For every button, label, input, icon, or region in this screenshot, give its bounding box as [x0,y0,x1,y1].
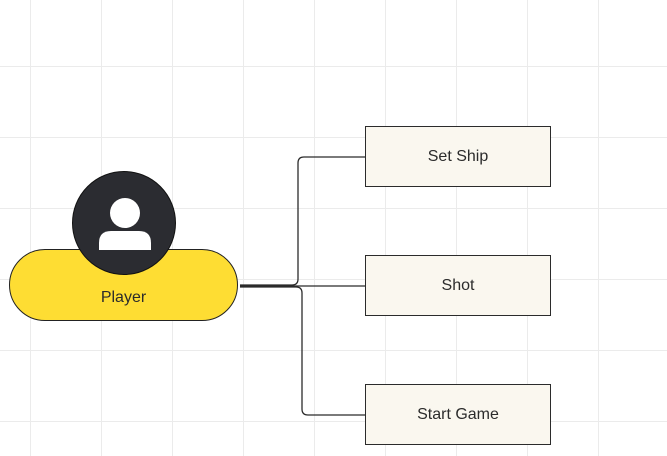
start-game-label: Start Game [417,405,499,423]
player-avatar[interactable] [72,171,176,275]
shot-node[interactable]: Shot [365,255,551,316]
player-label: Player [100,289,147,306]
user-icon [99,198,151,250]
set-ship-label: Set Ship [427,147,489,165]
connector-set-ship [240,156,365,286]
set-ship-node[interactable]: Set Ship [365,126,551,187]
shot-label: Shot [441,276,475,294]
connector-start-game [240,286,365,416]
start-game-node[interactable]: Start Game [365,384,551,445]
